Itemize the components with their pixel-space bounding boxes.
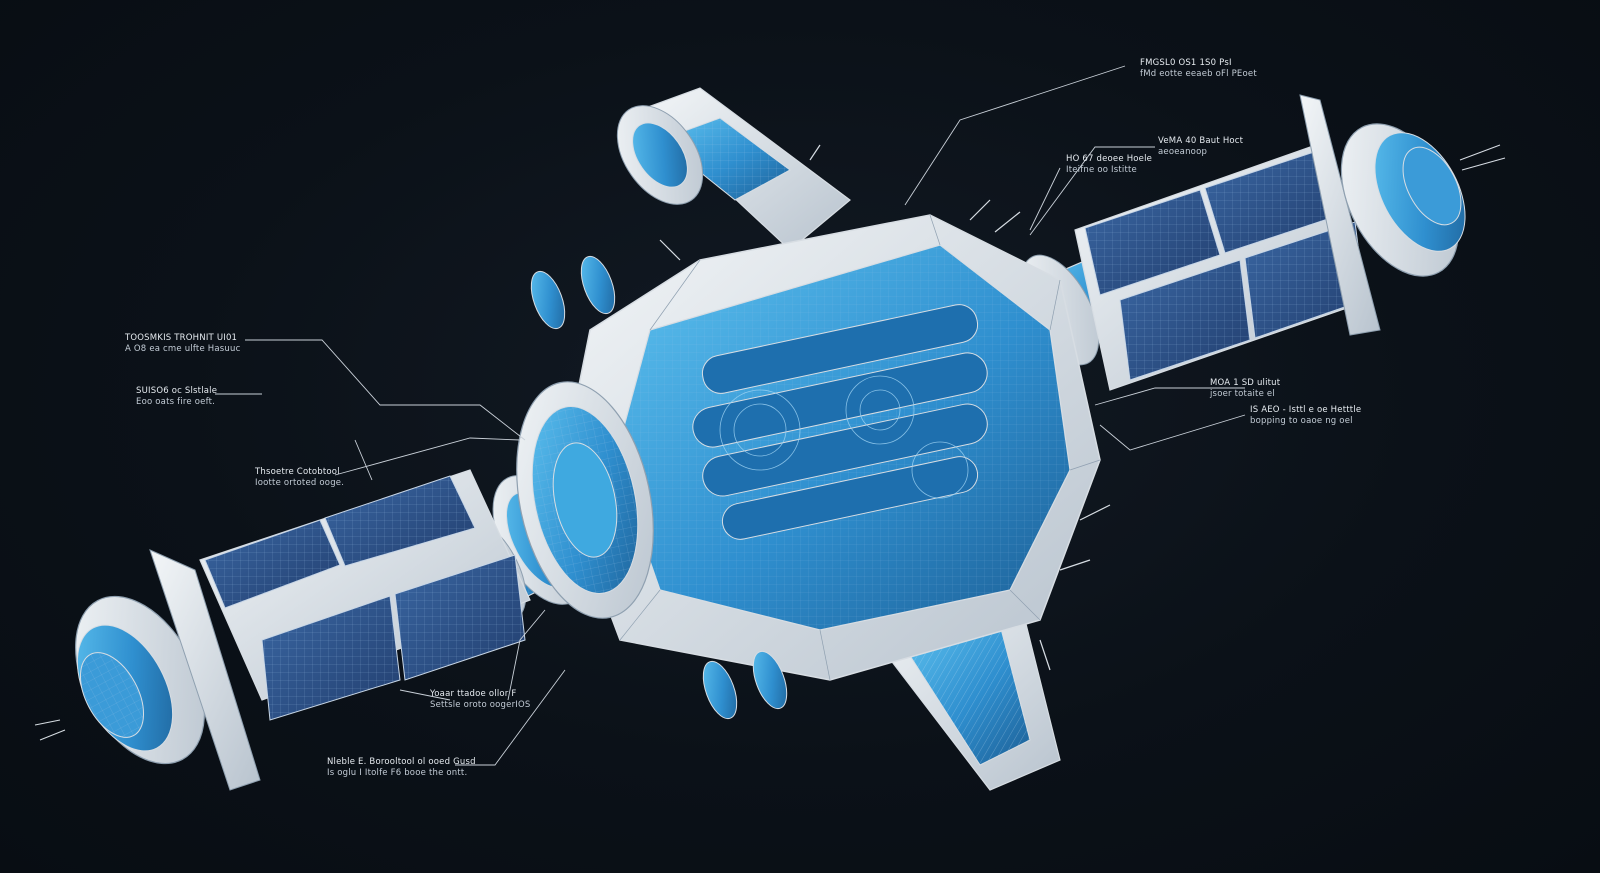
callout-left-2: SUISO6 oc Slstlale Eoo oats fire oeft. <box>136 386 217 408</box>
callout-line: Thsoetre Cotobtool <box>255 467 340 477</box>
callout-bottom-1: Yoaar ttadoe ollor F Settsle oroto ooger… <box>430 689 530 711</box>
left-solar-module <box>34 469 531 791</box>
callout-line: Eoo oats fire oeft. <box>136 397 216 407</box>
upper-module <box>616 87 851 251</box>
callout-line: bopping to oaoe ng oel <box>1250 416 1353 426</box>
callout-line: Iootte ortoted ooge. <box>255 478 345 488</box>
callout-line: MOA 1 SD ulitut <box>1210 378 1281 388</box>
callout-line: FMGSL0 OS1 1S0 PsI <box>1140 58 1232 68</box>
callout-line: TOOSMKIS TROHNIT UI01 <box>125 333 238 343</box>
callout-line: Settsle oroto oogerIOS <box>430 700 531 710</box>
antenna-spikes <box>659 144 1111 671</box>
callout-bottom-2: Nleble E. Borooltool ol ooed Gusd Is ogl… <box>327 757 476 779</box>
callout-line: Iteifne oo Istitte <box>1066 165 1137 175</box>
callout-line: fMd eotte eeaeb oFl PEoet <box>1140 69 1257 79</box>
callout-line: Yoaar ttadoe ollor F <box>430 689 517 699</box>
callout-upper-right: VeMA 40 Baut Hoct aeoeanoop <box>1158 136 1243 158</box>
callout-line: IS AEO - Isttl e oe Hetttle <box>1250 405 1362 415</box>
thruster-pods <box>530 255 788 720</box>
callout-line: jsoer totaite el <box>1210 389 1275 399</box>
callout-line: Nleble E. Borooltool ol ooed Gusd <box>327 757 476 767</box>
callout-line: Is oglu I Itolfe F6 booe the ontt. <box>327 768 468 778</box>
callout-left-3: Thsoetre Cotobtool Iootte ortoted ooge. <box>255 467 344 489</box>
callout-leader-lines <box>215 65 1246 766</box>
callout-right-1: MOA 1 SD ulitut jsoer totaite el <box>1210 378 1280 400</box>
callout-upper-mid: HO 67 deoee Hoele Iteifne oo Istitte <box>1066 154 1152 176</box>
central-core <box>516 214 1101 681</box>
callout-line: HO 67 deoee Hoele <box>1066 154 1153 164</box>
callout-right-2: IS AEO - Isttl e oe Hetttle bopping to o… <box>1250 405 1361 427</box>
callout-line: SUISO6 oc Slstlale <box>136 386 218 396</box>
callout-left-1: TOOSMKIS TROHNIT UI01 A O8 ea cme ulfte … <box>125 333 240 355</box>
callout-top-right: FMGSL0 OS1 1S0 PsI fMd eotte eeaeb oFl P… <box>1140 58 1257 80</box>
callout-line: aeoeanoop <box>1158 147 1208 157</box>
callout-line: A O8 ea cme ulfte Hasuuc <box>125 344 241 354</box>
right-solar-module <box>1020 94 1506 391</box>
callout-line: VeMA 40 Baut Hoct <box>1158 136 1244 146</box>
